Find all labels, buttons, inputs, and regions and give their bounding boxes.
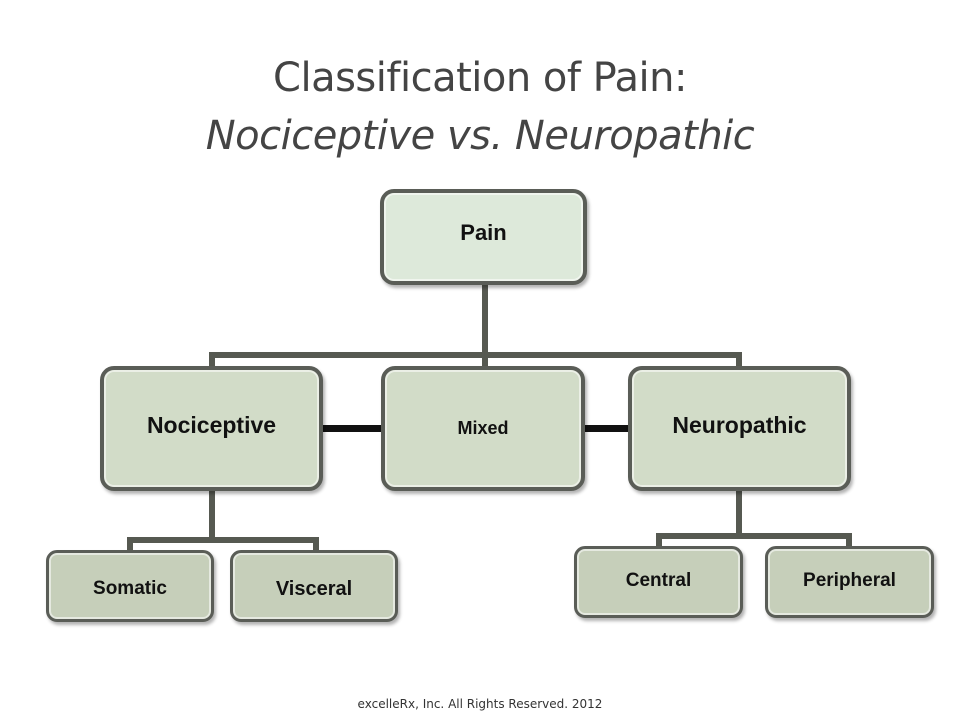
connector-nociceptive-down <box>209 490 215 540</box>
node-somatic: Somatic <box>46 550 214 622</box>
node-pain: Pain <box>380 189 587 285</box>
node-peripheral: Peripheral <box>765 546 934 618</box>
connector-neuropathic-bar <box>656 533 852 539</box>
node-nociceptive: Nociceptive <box>100 366 323 491</box>
connector-to-somatic <box>127 537 133 552</box>
node-visceral: Visceral <box>230 550 398 622</box>
link-mixed-neuropathic <box>583 425 631 432</box>
connector-to-visceral <box>313 537 319 552</box>
connector-to-neuropathic <box>736 352 742 370</box>
connector-to-nociceptive <box>209 352 215 370</box>
connector-root-down <box>482 283 488 355</box>
connector-to-peripheral <box>846 533 852 548</box>
connector-to-mixed <box>482 352 488 370</box>
connector-to-central <box>656 533 662 548</box>
node-mixed: Mixed <box>381 366 585 491</box>
slide-title: Classification of Pain: <box>273 55 687 101</box>
node-central: Central <box>574 546 743 618</box>
connector-nociceptive-bar <box>127 537 319 543</box>
slide-subtitle: Nociceptive vs. Neuropathic <box>205 113 755 159</box>
copyright-footer: excelleRx, Inc. All Rights Reserved. 201… <box>357 697 603 711</box>
node-neuropathic: Neuropathic <box>628 366 851 491</box>
link-nociceptive-mixed <box>322 425 384 432</box>
connector-level2-bar <box>209 352 742 358</box>
connector-neuropathic-down <box>736 490 742 536</box>
